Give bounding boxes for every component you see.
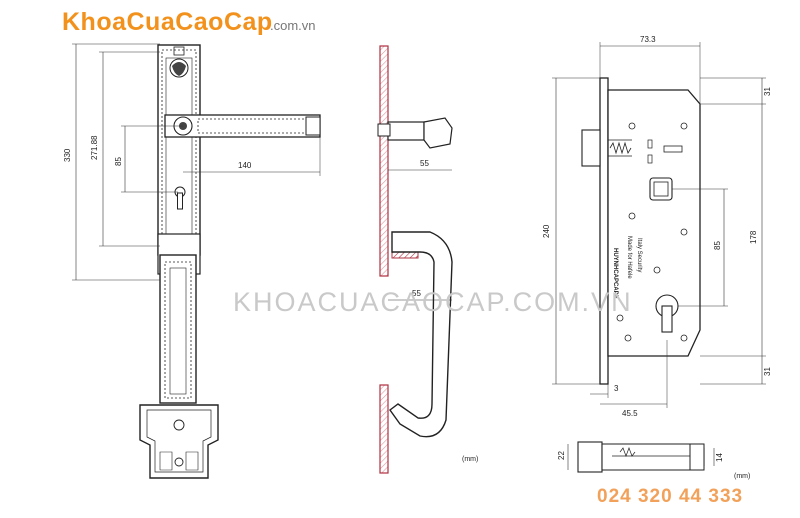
dim-label-178: 178 xyxy=(749,230,758,244)
lower-plate-outline xyxy=(139,404,219,479)
lock-marking-brand: HUYNHCAPCAPE xyxy=(612,248,618,299)
upper-plate-outline xyxy=(157,44,201,256)
handle-side-view: 55 55 (mm) xyxy=(377,45,478,474)
lion-head-ornament xyxy=(169,58,189,78)
strike-plate-view: 22 14 (mm) xyxy=(557,441,750,480)
dim-label-side-lower: 55 xyxy=(412,289,421,298)
pull-handle-grip xyxy=(159,254,197,404)
lever-side xyxy=(387,121,425,141)
lock-marking-line1: Made for Hafele xyxy=(626,236,632,279)
upper-plate-pattern xyxy=(161,49,197,251)
dim-label-330: 330 xyxy=(63,148,72,162)
dim-label-side-upper: 55 xyxy=(420,159,429,168)
dim-label-140: 140 xyxy=(238,161,252,170)
unit-label-side: (mm) xyxy=(462,456,478,463)
brand-domain: .com.vn xyxy=(270,18,316,33)
lock-marking-line2: Italy Security xyxy=(636,238,642,272)
spindle-follower xyxy=(649,177,673,201)
dim-label-3: 3 xyxy=(614,384,619,393)
dim-label-85-lock: 85 xyxy=(713,241,722,250)
lock-body-view: HUYNHCAPCAPE Made for Hafele Italy Secur… xyxy=(542,35,772,418)
strike-plate xyxy=(601,443,705,471)
dim-label-240: 240 xyxy=(542,224,551,238)
pull-handle-profile xyxy=(389,231,453,438)
faceplate xyxy=(599,77,609,385)
dim-label-45: 45.5 xyxy=(622,409,638,418)
dim-label-73: 73.3 xyxy=(640,35,656,44)
unit-label-strike: (mm) xyxy=(734,473,750,480)
dim-label-22: 22 xyxy=(557,451,566,460)
spring-icon xyxy=(609,141,632,155)
brand-logo-text: KhoaCuaCaoCap xyxy=(62,8,273,36)
phone-number: 024 320 44 333 xyxy=(597,486,744,507)
lock-case xyxy=(607,89,701,357)
latch-bolt xyxy=(581,129,601,167)
dim-label-85: 85 xyxy=(114,157,123,166)
dim-label-31-top: 31 xyxy=(763,87,772,96)
dim-label-271: 271.88 xyxy=(90,135,99,160)
dim-label-31-bottom: 31 xyxy=(763,367,772,376)
dim-label-14: 14 xyxy=(715,453,724,462)
watermark: KHOACUACAOCAP.COM.VN xyxy=(233,287,633,317)
handle-front-view: 330 271.88 85 140 xyxy=(63,43,321,479)
